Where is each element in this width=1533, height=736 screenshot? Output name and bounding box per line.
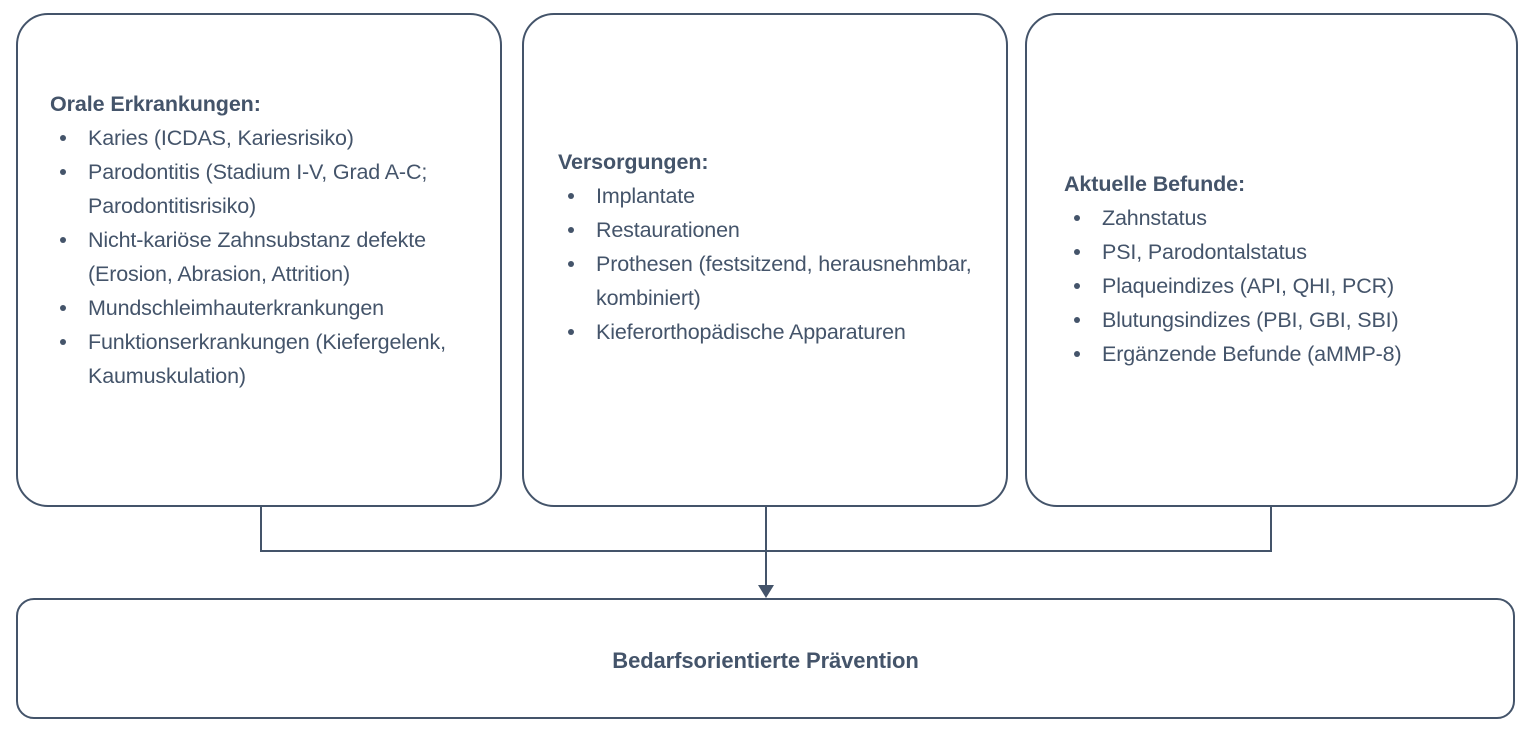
- connector-stub-left: [260, 507, 262, 552]
- bullet-dot-icon: [60, 169, 66, 175]
- list-item-label: Ergänzende Befunde (aMMP-8): [1102, 342, 1402, 366]
- connector-arrow-stem: [765, 507, 767, 587]
- bullet-dot-icon: [568, 193, 574, 199]
- bullet-dot-icon: [60, 237, 66, 243]
- list-item-label: Blutungsindizes (PBI, GBI, SBI): [1102, 308, 1399, 332]
- list-item: Nicht-kariöse Zahnsubstanz defekte (Eros…: [50, 223, 486, 291]
- box-heading-aktuelle-befunde: Aktuelle Befunde:: [1064, 172, 1246, 196]
- list-item: Restaurationen: [558, 213, 992, 247]
- box-versorgungen: Versorgungen: Implantate Restaurationen …: [522, 13, 1008, 507]
- bullet-list-aktuelle-befunde: Zahnstatus PSI, Parodontalstatus Plaquei…: [1064, 201, 1506, 371]
- box-bedarfsorientierte-praevention: Bedarfsorientierte Prävention: [16, 598, 1515, 719]
- list-item-label: Nicht-kariöse Zahnsubstanz defekte (Eros…: [88, 228, 426, 286]
- list-item: Ergänzende Befunde (aMMP-8): [1064, 337, 1506, 371]
- box-aktuelle-befunde: Aktuelle Befunde: Zahnstatus PSI, Parodo…: [1025, 13, 1518, 507]
- bullet-dot-icon: [60, 339, 66, 345]
- bullet-dot-icon: [1074, 283, 1080, 289]
- outcome-label: Bedarfsorientierte Prävention: [612, 648, 919, 673]
- bullet-list-versorgungen: Implantate Restaurationen Prothesen (fes…: [558, 179, 992, 349]
- list-item-label: Plaqueindizes (API, QHI, PCR): [1102, 274, 1394, 298]
- bullet-dot-icon: [568, 261, 574, 267]
- bullet-dot-icon: [568, 227, 574, 233]
- list-item-label: Implantate: [596, 184, 695, 208]
- list-item-label: Zahnstatus: [1102, 206, 1207, 230]
- list-item-label: Funktionserkrankungen (Kiefergelenk, Kau…: [88, 330, 446, 388]
- list-item: Implantate: [558, 179, 992, 213]
- box-heading-versorgungen: Versorgungen:: [558, 150, 709, 174]
- list-item-label: Prothesen (festsitzend, herausnehmbar, k…: [596, 252, 972, 310]
- list-item-label: Karies (ICDAS, Kariesrisiko): [88, 126, 354, 150]
- list-item: Kieferorthopädische Apparaturen: [558, 315, 992, 349]
- list-item-label: Parodontitis (Stadium I-V, Grad A-C; Par…: [88, 160, 428, 218]
- list-item: Funktionserkrankungen (Kiefergelenk, Kau…: [50, 325, 486, 393]
- list-item: Karies (ICDAS, Kariesrisiko): [50, 121, 486, 155]
- list-item: Blutungsindizes (PBI, GBI, SBI): [1064, 303, 1506, 337]
- list-item: Mundschleimhauterkrankungen: [50, 291, 486, 325]
- box-heading-orale-erkrankungen: Orale Erkrankungen:: [50, 92, 261, 116]
- bullet-dot-icon: [1074, 249, 1080, 255]
- list-item: Zahnstatus: [1064, 201, 1506, 235]
- bullet-dot-icon: [1074, 351, 1080, 357]
- bullet-dot-icon: [568, 329, 574, 335]
- bullet-dot-icon: [1074, 317, 1080, 323]
- bullet-dot-icon: [60, 135, 66, 141]
- list-item: Plaqueindizes (API, QHI, PCR): [1064, 269, 1506, 303]
- list-item-label: Kieferorthopädische Apparaturen: [596, 320, 906, 344]
- box-orale-erkrankungen: Orale Erkrankungen: Karies (ICDAS, Karie…: [16, 13, 502, 507]
- bullet-list-orale-erkrankungen: Karies (ICDAS, Kariesrisiko) Parodontiti…: [50, 121, 486, 393]
- bullet-dot-icon: [60, 305, 66, 311]
- arrow-head-icon: [758, 585, 774, 598]
- list-item: Prothesen (festsitzend, herausnehmbar, k…: [558, 247, 992, 315]
- list-item: PSI, Parodontalstatus: [1064, 235, 1506, 269]
- list-item-label: Mundschleimhauterkrankungen: [88, 296, 384, 320]
- connector-stub-right: [1270, 507, 1272, 552]
- bullet-dot-icon: [1074, 215, 1080, 221]
- list-item-label: Restaurationen: [596, 218, 740, 242]
- list-item: Parodontitis (Stadium I-V, Grad A-C; Par…: [50, 155, 486, 223]
- list-item-label: PSI, Parodontalstatus: [1102, 240, 1307, 264]
